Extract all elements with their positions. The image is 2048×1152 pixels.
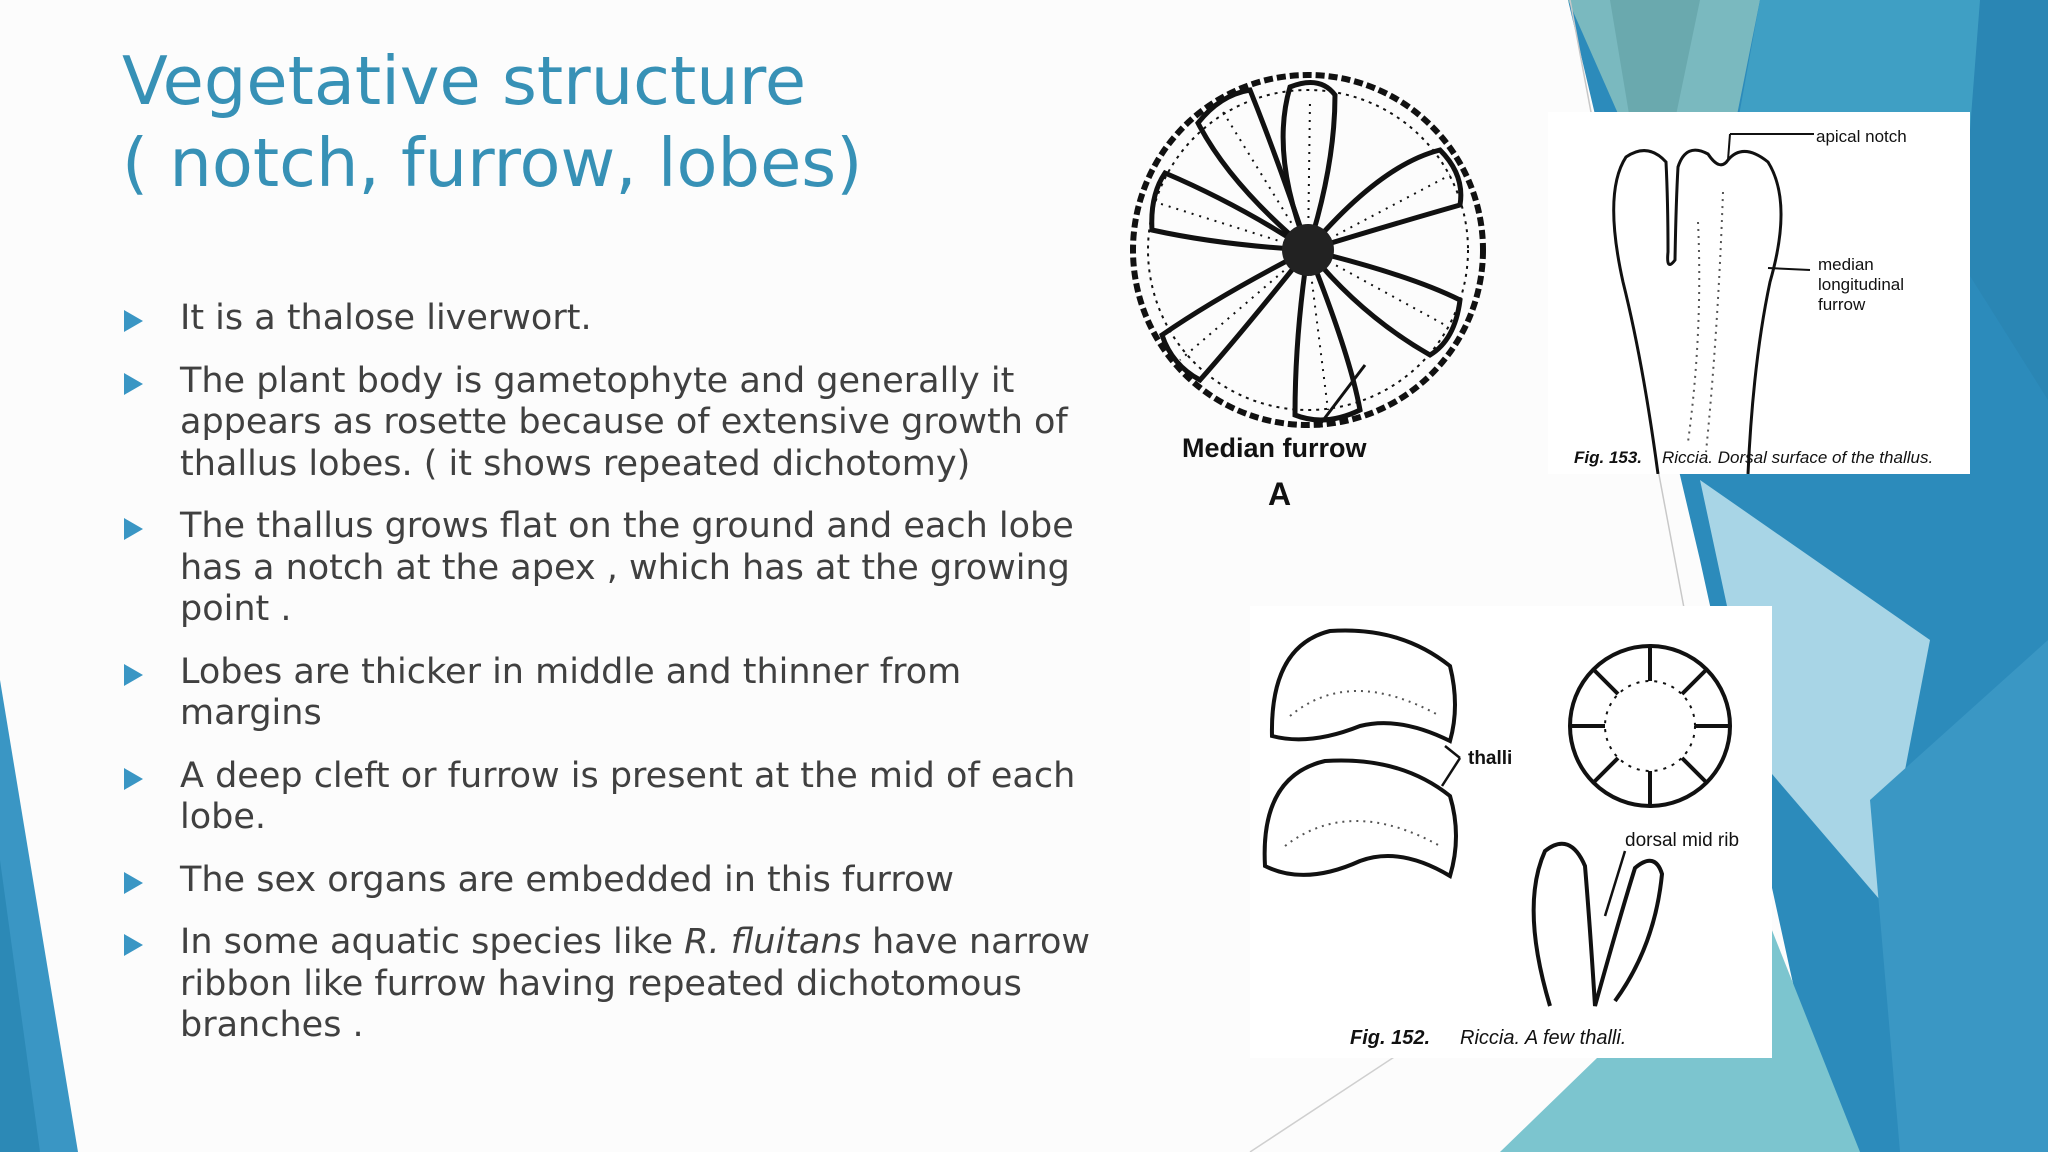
- thallus-drawing: [1612, 133, 1814, 474]
- triangle-bullet-icon: [124, 767, 143, 790]
- bullet-item: The plant body is gametophyte and genera…: [122, 361, 1102, 486]
- thalli-drawing: [1262, 628, 1732, 1007]
- furrow-stipple: [1687, 191, 1724, 453]
- fig152-number: Fig. 152.: [1350, 1027, 1430, 1049]
- median-furrow-label: Median furrow: [1182, 433, 1368, 463]
- triangle-bullet-icon: [124, 934, 143, 956]
- bullet-item: It is a thalose liverwort.: [122, 298, 1102, 340]
- triangle-bullet-icon: [124, 518, 143, 540]
- bullet-item: In some aquatic species like R. fluitans…: [122, 922, 1102, 1047]
- furrow-label: furrow: [1818, 295, 1866, 314]
- bullet-text: A deep cleft or furrow is present at the…: [180, 755, 1076, 838]
- title-line-1: Vegetative structure: [122, 42, 807, 120]
- bullet-text: The plant body is gametophyte and genera…: [180, 360, 1068, 484]
- thalli-label: thalli: [1468, 748, 1512, 769]
- fig152-figure: thalli dorsal mid rib Fig. 152. Riccia. …: [1250, 606, 1772, 1058]
- bullet-text-start: In some aquatic species like: [180, 922, 685, 962]
- leader-lines: [1440, 745, 1627, 917]
- bullet-item: The sex organs are embedded in this furr…: [122, 860, 1102, 902]
- triangle-bullet-icon: [124, 663, 143, 686]
- rosette-figure: Median furrow A: [1130, 72, 1486, 512]
- triangle-bullet-icon: [124, 871, 143, 894]
- bullet-item: The thallus grows flat on the ground and…: [122, 506, 1102, 631]
- dorsal-mid-rib-label: dorsal mid rib: [1625, 830, 1739, 851]
- thalli-stipple: [1284, 690, 1441, 847]
- fig152-caption: Riccia. A few thalli.: [1460, 1027, 1626, 1049]
- title-line-2: ( notch, furrow, lobes): [122, 124, 863, 202]
- figure-letter-a: A: [1268, 476, 1291, 512]
- bullet-text: It is a thalose liverwort.: [180, 298, 592, 338]
- rosette-drawing: [1130, 72, 1486, 428]
- median-label: median: [1818, 255, 1874, 274]
- fig153-number: Fig. 153.: [1574, 448, 1642, 467]
- thalli-radial-lines: [1570, 646, 1730, 806]
- bullet-text: The sex organs are embedded in this furr…: [180, 859, 954, 900]
- bullet-text: The thallus grows flat on the ground and…: [180, 506, 1074, 629]
- triangle-bullet-icon: [124, 372, 143, 395]
- bullet-item: A deep cleft or furrow is present at the…: [122, 756, 1102, 839]
- bullet-text-end: have narrow ribbon like furrow having re…: [180, 922, 1091, 1045]
- bullet-list: It is a thalose liverwort. The plant bod…: [122, 298, 1102, 1068]
- longitudinal-label: longitudinal: [1818, 275, 1904, 294]
- bullet-item: Lobes are thicker in middle and thinner …: [122, 652, 1102, 735]
- bullet-text: Lobes are thicker in middle and thinner …: [180, 651, 962, 734]
- species-name: R. fluitans: [684, 922, 861, 962]
- fig153-caption: Riccia. Dorsal surface of the thallus.: [1662, 448, 1933, 467]
- slide-title: Vegetative structure ( notch, furrow, lo…: [122, 40, 1122, 204]
- apical-notch-label: apical notch: [1816, 127, 1907, 146]
- fig153-figure: apical notch median longitudinal furrow …: [1548, 112, 1970, 474]
- triangle-bullet-icon: [124, 310, 143, 332]
